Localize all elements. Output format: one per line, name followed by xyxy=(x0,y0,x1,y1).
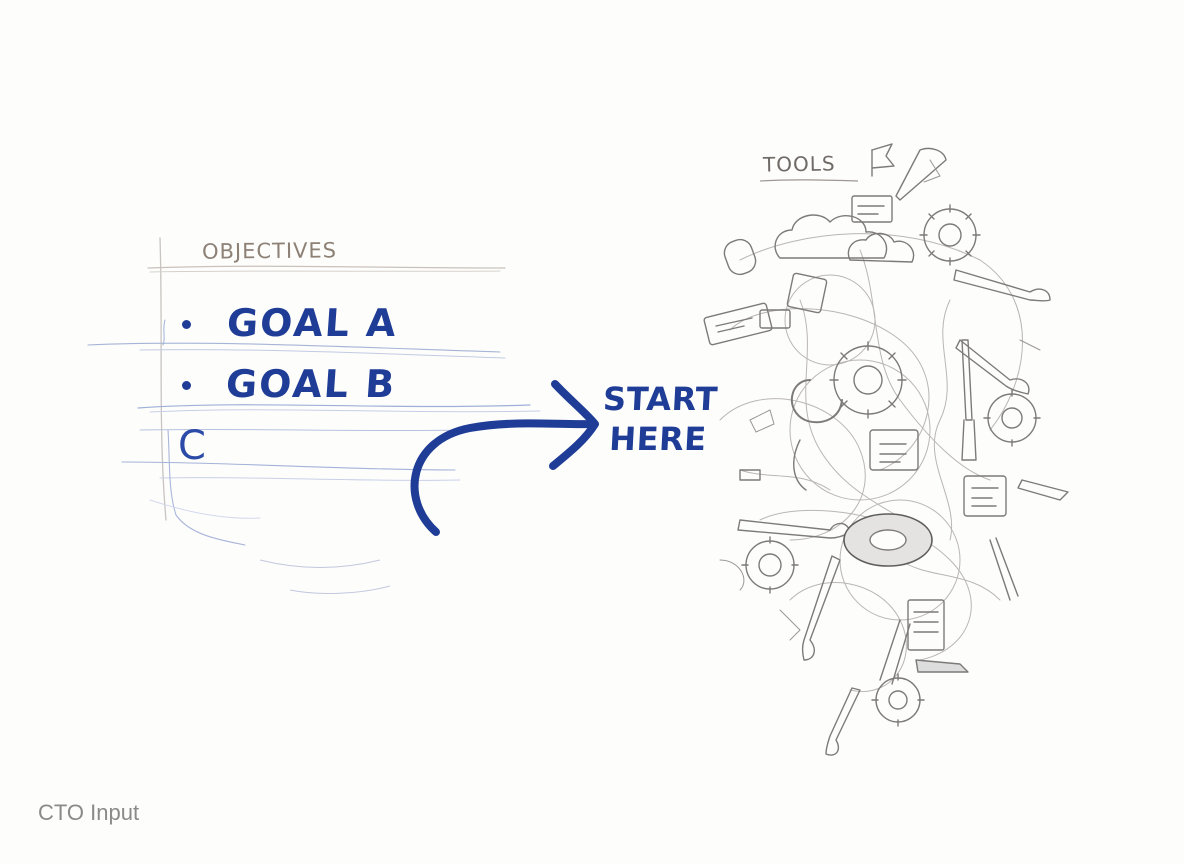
goal-c-text: C xyxy=(178,423,206,469)
goal-a-text: GOAL A xyxy=(225,301,400,345)
flag-icon xyxy=(871,143,895,177)
start-here-line2: HERE xyxy=(608,420,708,458)
start-here-callout: START HERE xyxy=(600,379,719,459)
margin-marks xyxy=(259,559,391,594)
goal-b-text: GOAL B xyxy=(224,362,398,406)
wrench-icon xyxy=(737,147,1051,756)
tools-cluster xyxy=(703,143,1069,756)
start-here-line1: START xyxy=(602,380,719,418)
screwdriver-icon xyxy=(739,339,1069,685)
circuit-board-icon xyxy=(703,195,1007,517)
objectives-heading: OBJECTIVES xyxy=(201,238,338,264)
tools-heading: TOOLS xyxy=(762,151,836,177)
objectives-ruled-lines xyxy=(87,237,541,546)
goal-b-bullet xyxy=(182,381,191,390)
goal-a-bullet xyxy=(182,320,191,329)
server-icon xyxy=(723,238,945,651)
footer-caption: CTO Input xyxy=(38,800,140,825)
start-here-arrow xyxy=(410,380,599,536)
gear-icon xyxy=(741,204,1041,727)
cloud-icon xyxy=(774,214,915,263)
